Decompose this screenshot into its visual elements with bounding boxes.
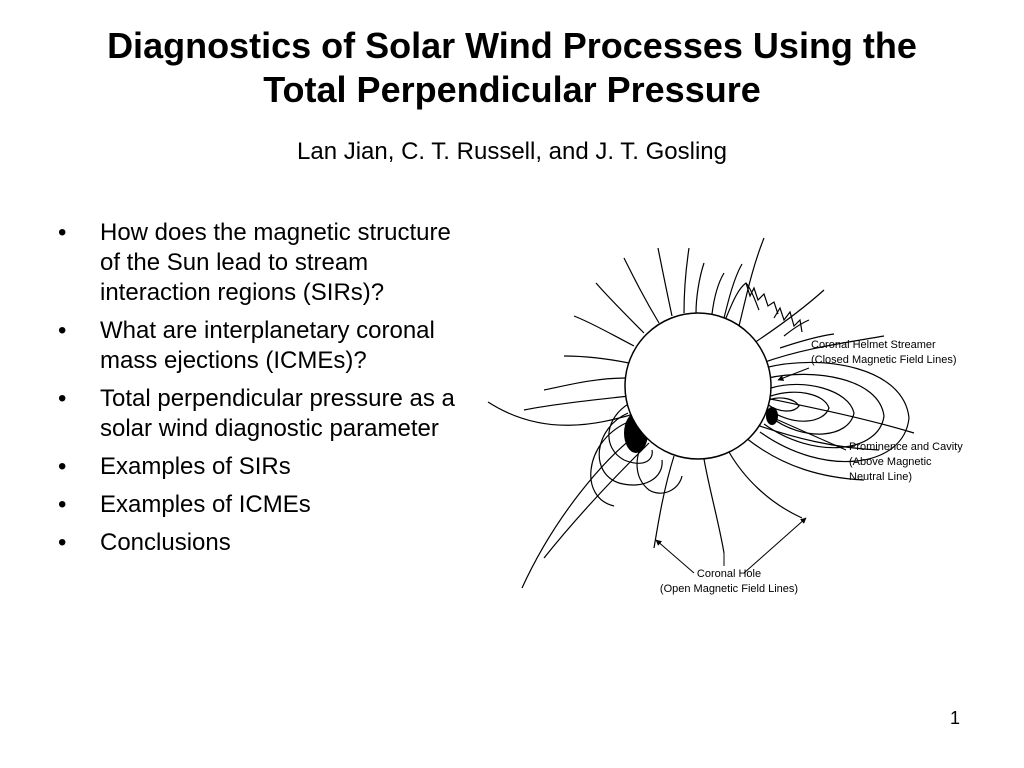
page-number: 1 [949,708,960,728]
bullet-text: How does the magnetic structure of the S… [100,219,451,306]
bullet-text: Conclusions [100,529,231,556]
bullet-text: Total perpendicular pressure as a solar … [100,385,455,442]
title-line-1: Diagnostics of Solar Wind Processes Usin… [107,25,917,66]
label-pointers [655,367,847,574]
bullet-marker: • [58,491,67,518]
bullet-item: • Examples of ICMEs [58,490,468,520]
bullet-item: • Examples of SIRs [58,452,468,482]
bullet-item: • How does the magnetic structure of the … [58,218,468,308]
bullet-text: What are interplanetary coronal mass eje… [100,317,435,374]
solar-corona-diagram: Coronal Helmet Streamer (Closed Magnetic… [484,228,984,608]
bullet-item: • What are interplanetary coronal mass ej… [58,316,468,376]
coronal-hole-label-line-2: (Open Magnetic Field Lines) [659,583,799,595]
right-prominence-cavity [766,407,778,425]
prominence-label-line-1: Prominence and Cavity [849,441,963,453]
bullet-marker: • [58,317,67,344]
sun-disk [624,312,772,460]
bullet-marker: • [58,529,67,556]
bullet-marker: • [58,385,67,412]
bullet-text: Examples of ICMEs [100,491,311,518]
bullet-marker: • [58,453,67,480]
bullet-item: • Conclusions [58,528,468,558]
bullet-text: Examples of SIRs [100,453,291,480]
streamer-label-line-2: (Closed Magnetic Field Lines) [811,354,957,366]
prominence-label-line-3: Neutral Line) [849,471,912,483]
field-lines [487,237,915,589]
bullet-list: • How does the magnetic structure of the … [58,218,468,566]
title-line-2: Total Perpendicular Pressure [263,69,761,110]
authors: Lan Jian, C. T. Russell, and J. T. Gosli… [297,138,727,165]
streamer-label: Coronal Helmet Streamer (Closed Magnetic… [811,338,957,368]
coronal-hole-label: Coronal Hole (Open Magnetic Field Lines) [644,567,814,597]
corona-illustration [487,237,915,589]
slide-title: Diagnostics of Solar Wind Processes Usin… [40,24,984,112]
prominence-label: Prominence and Cavity (Above Magnetic Ne… [849,440,963,485]
bullet-item: • Total perpendicular pressure as a solar… [58,384,468,444]
coronal-hole-label-line-1: Coronal Hole [696,568,762,580]
bullet-marker: • [58,219,67,246]
prominence-label-line-2: (Above Magnetic [849,456,932,468]
streamer-label-line-1: Coronal Helmet Streamer [811,339,936,351]
